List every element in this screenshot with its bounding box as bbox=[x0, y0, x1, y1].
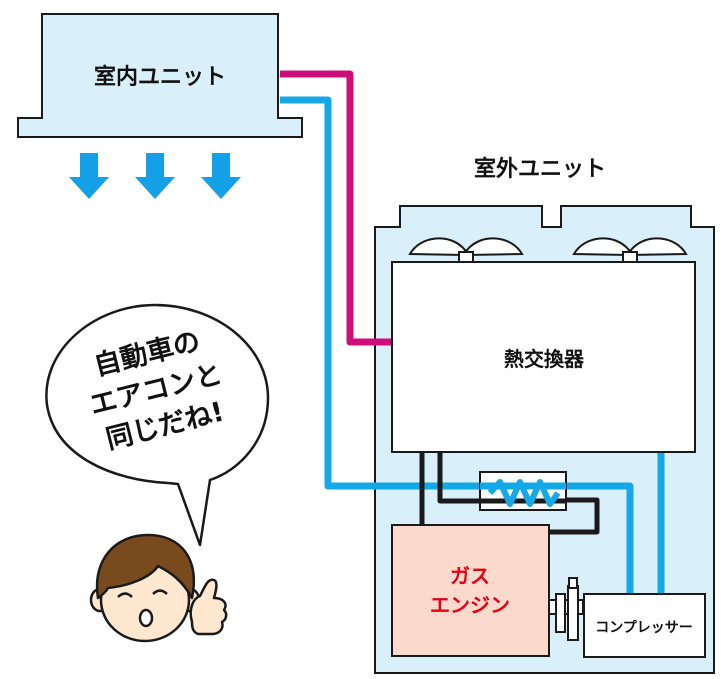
compressor: コンプレッサー bbox=[583, 593, 706, 658]
compressor-box bbox=[583, 593, 706, 658]
pipe-magenta bbox=[280, 70, 392, 346]
pipe-cyan-compressor bbox=[566, 482, 634, 594]
gas-engine-label-line2: エンジン bbox=[430, 593, 510, 617]
heat-exchanger-box bbox=[391, 261, 696, 453]
airflow-arrow-icon bbox=[69, 153, 109, 199]
pipe-black-valve-in bbox=[437, 452, 482, 504]
indoor-unit-body bbox=[17, 13, 303, 138]
pipe-cyan-main bbox=[280, 96, 480, 490]
expansion-valve bbox=[479, 471, 567, 511]
compressor-label: コンプレッサー bbox=[595, 620, 693, 636]
zigzag-icon bbox=[487, 479, 561, 507]
speech-bubble-shape bbox=[45, 303, 270, 547]
outdoor-unit-title: 室外ユニット bbox=[474, 156, 606, 182]
airflow-arrow-icon bbox=[201, 153, 241, 199]
thumbs-up-icon bbox=[189, 578, 228, 636]
boy-character bbox=[89, 533, 228, 643]
refrigerant-pipes bbox=[280, 70, 665, 594]
indoor-unit-label: 室内ユニット bbox=[94, 64, 226, 90]
mouth bbox=[138, 608, 154, 628]
fan-icon bbox=[572, 237, 688, 264]
heat-exchanger: 熱交換器 bbox=[391, 261, 696, 453]
heat-exchanger-label: 熱交換器 bbox=[504, 347, 585, 371]
gas-engine-label-line1: ガス bbox=[450, 564, 490, 588]
eye bbox=[152, 589, 168, 595]
hair bbox=[95, 533, 195, 600]
speech-bubble: 自動車の エアコンと 同じだね! bbox=[45, 303, 270, 547]
fan-icon bbox=[408, 237, 524, 264]
pipe-black-valve-out bbox=[549, 497, 600, 535]
drive-shaft bbox=[548, 577, 584, 641]
indoor-unit: 室内ユニット bbox=[17, 13, 303, 138]
gas-engine: ガス エンジン bbox=[391, 524, 550, 657]
airflow-arrow-icon bbox=[135, 153, 175, 199]
eye bbox=[117, 592, 133, 598]
gas-engine-box bbox=[391, 524, 550, 657]
airflow-arrows bbox=[69, 153, 241, 199]
